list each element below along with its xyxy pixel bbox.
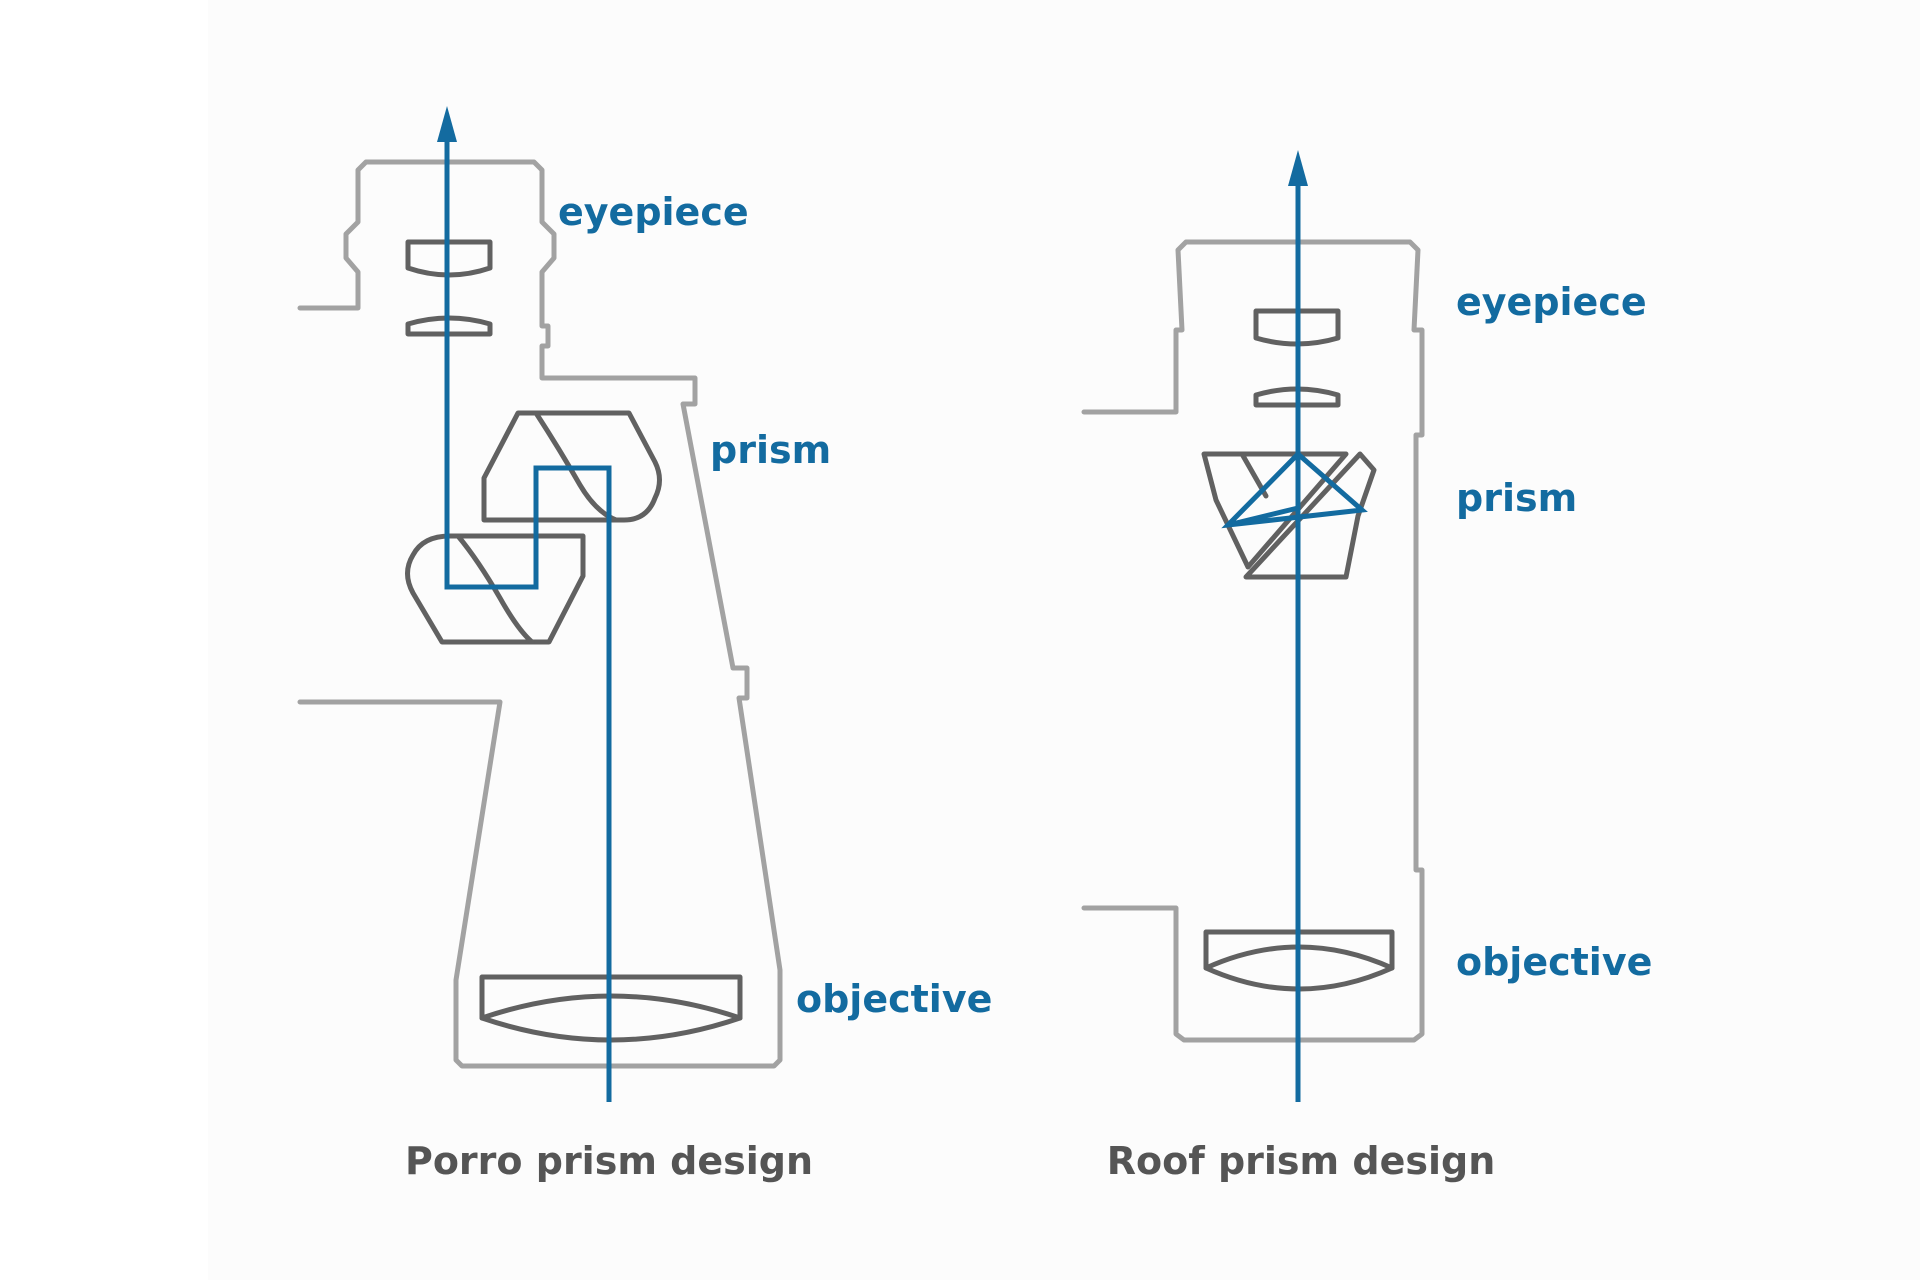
porro-prism-upper-facet: [533, 410, 619, 523]
porro-objective-label: objective: [796, 977, 993, 1021]
porro-light-path: [444, 136, 612, 1102]
roof-housing: [1081, 239, 1425, 1043]
porro-prism-lower: [405, 533, 586, 645]
porro-ray-arrowhead: [437, 106, 457, 142]
roof-diagram: [1081, 150, 1425, 1102]
roof-ray-arrowhead: [1288, 150, 1308, 186]
porro-objective-lens: [479, 974, 743, 1043]
porro-diagram: [297, 106, 783, 1102]
porro-housing-upper: [297, 159, 783, 1069]
porro-prism-label: prism: [710, 428, 832, 472]
roof-prism-right-element: [1243, 451, 1377, 580]
porro-eyepiece-label: eyepiece: [558, 190, 749, 234]
roof-prism-left-element: [1201, 451, 1349, 570]
roof-eyepiece-lens-upper: [1253, 308, 1341, 347]
roof-prism-label: prism: [1456, 476, 1578, 520]
roof-objective-lens: [1203, 929, 1395, 992]
roof-eyepiece-label: eyepiece: [1456, 280, 1647, 324]
porro-eyepiece-lens-lower: [405, 315, 493, 337]
porro-prism-lower-facet: [455, 533, 535, 645]
porro-caption: Porro prism design: [404, 1139, 814, 1183]
roof-eyepiece-lens-lower: [1253, 386, 1341, 408]
roof-objective-label: objective: [1456, 940, 1653, 984]
roof-light-path-reflections: [1221, 452, 1368, 529]
roof-caption: Roof prism design: [1106, 1139, 1496, 1183]
porro-eyepiece-lens-upper: [405, 239, 493, 278]
porro-prism-upper: [481, 410, 662, 523]
